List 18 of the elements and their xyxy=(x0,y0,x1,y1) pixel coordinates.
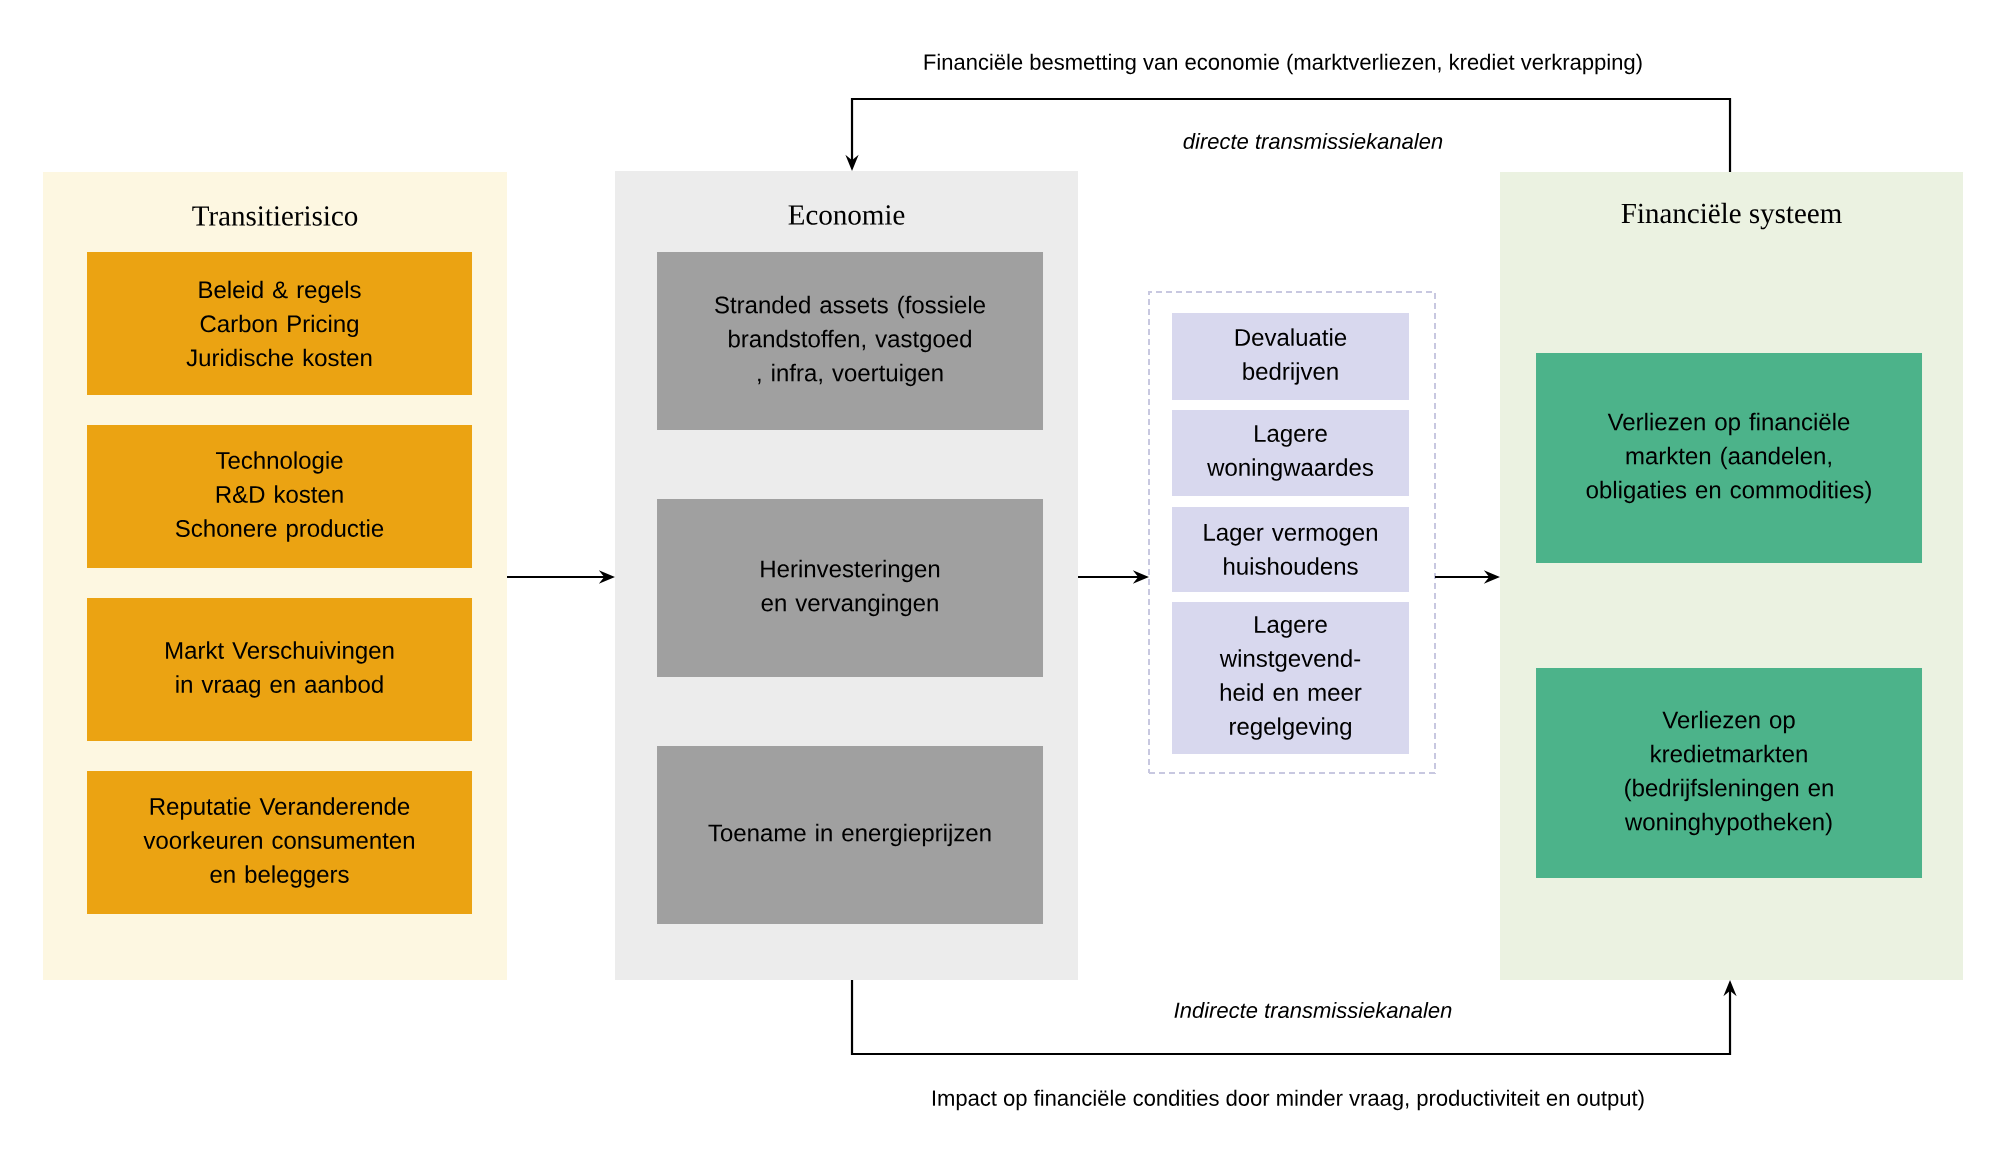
loss-box: Verliezen op kredietmarkten (bedrijfsleningen en woninghypotheken) xyxy=(1536,668,1922,878)
risk-box: Technologie R&D kosten Schonere productie xyxy=(87,425,472,568)
effect-box: Lagere woningwaardes xyxy=(1172,410,1409,496)
dashed-group-box xyxy=(1148,291,1436,774)
edge-label: directe transmissiekanalen xyxy=(1183,132,1443,150)
impact-box: Herinvesteringen en vervangingen xyxy=(657,499,1043,677)
risk-box: Beleid & regels Carbon Pricing Juridische kosten xyxy=(87,252,472,395)
risk-box: Markt Verschuivingen in vraag en aanbod xyxy=(87,598,472,741)
effect-box: Devaluatie bedrijven xyxy=(1172,313,1409,400)
flow-caption: Impact op financiële condities door minder vraag, productiviteit en output) xyxy=(932,1089,1644,1111)
flow-caption: Financiële besmetting van economie (marktverliezen, krediet verkrapping) xyxy=(924,53,1642,75)
risk-box: Reputatie Veranderende voorkeuren consumenten en beleggers xyxy=(87,771,472,914)
effect-box: Lagere winstgevend- heid en meer regelgeving xyxy=(1172,602,1409,754)
impact-box: Toename in energieprijzen xyxy=(657,746,1043,924)
impact-box: Stranded assets (fossiele brandstoffen, vastgoed , infra, voertuigen xyxy=(657,252,1043,430)
effect-box: Lager vermogen huishoudens xyxy=(1172,507,1409,592)
loss-box: Verliezen op financiële markten (aandelen, obligaties en commodities) xyxy=(1536,353,1922,563)
edge-label: Indirecte transmissiekanalen xyxy=(1174,1001,1452,1019)
